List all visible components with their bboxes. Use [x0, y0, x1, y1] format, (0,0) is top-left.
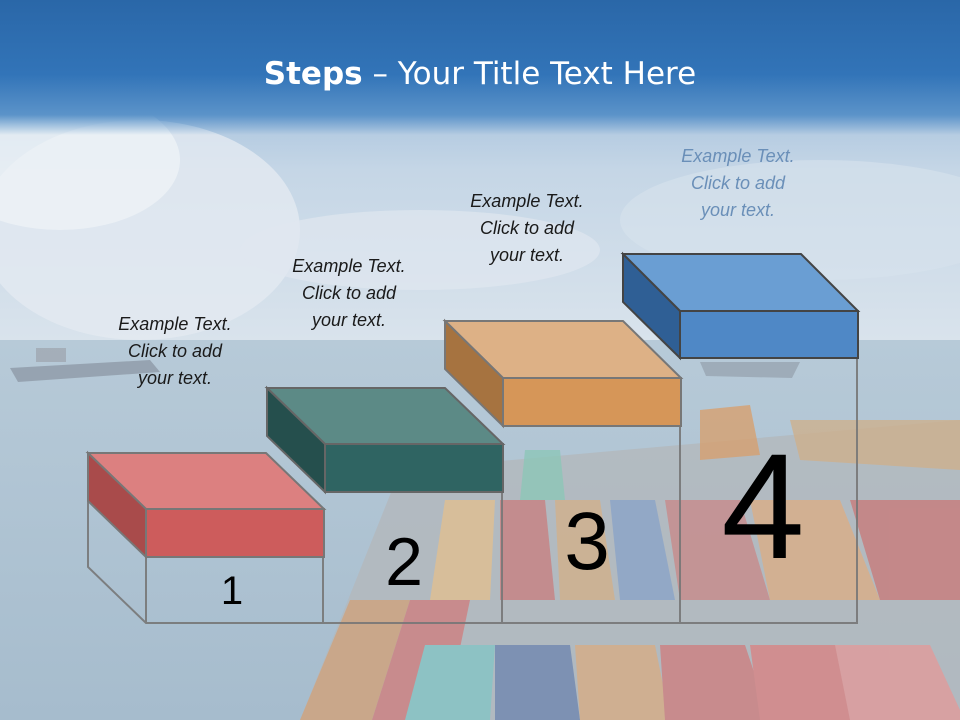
title-bold: Steps	[263, 56, 363, 92]
step-3-caption[interactable]: Example Text. Click to add your text.	[470, 191, 584, 265]
step-3-number: 3	[564, 496, 610, 587]
step-4-block[interactable]	[620, 251, 861, 361]
step-1-number: 1	[221, 569, 243, 613]
step-2-number: 2	[385, 524, 423, 600]
slide-title[interactable]: Steps – Your Title Text Here	[0, 56, 960, 92]
step-2-caption[interactable]: Example Text. Click to add your text.	[292, 256, 406, 330]
step-4-front	[679, 310, 859, 359]
step-2-block[interactable]	[264, 385, 506, 495]
step-2-front	[324, 443, 504, 493]
step-3-front	[502, 377, 682, 427]
step-1-front	[145, 508, 325, 558]
step-4-number: 4	[721, 422, 804, 590]
step-4-caption[interactable]: Example Text. Click to add your text.	[681, 146, 795, 220]
step-3-block[interactable]	[442, 318, 684, 429]
step-1-caption[interactable]: Example Text. Click to add your text.	[118, 314, 232, 388]
step-1-block[interactable]	[85, 450, 327, 560]
title-rest: – Your Title Text Here	[362, 56, 697, 92]
title-bar	[0, 0, 960, 135]
